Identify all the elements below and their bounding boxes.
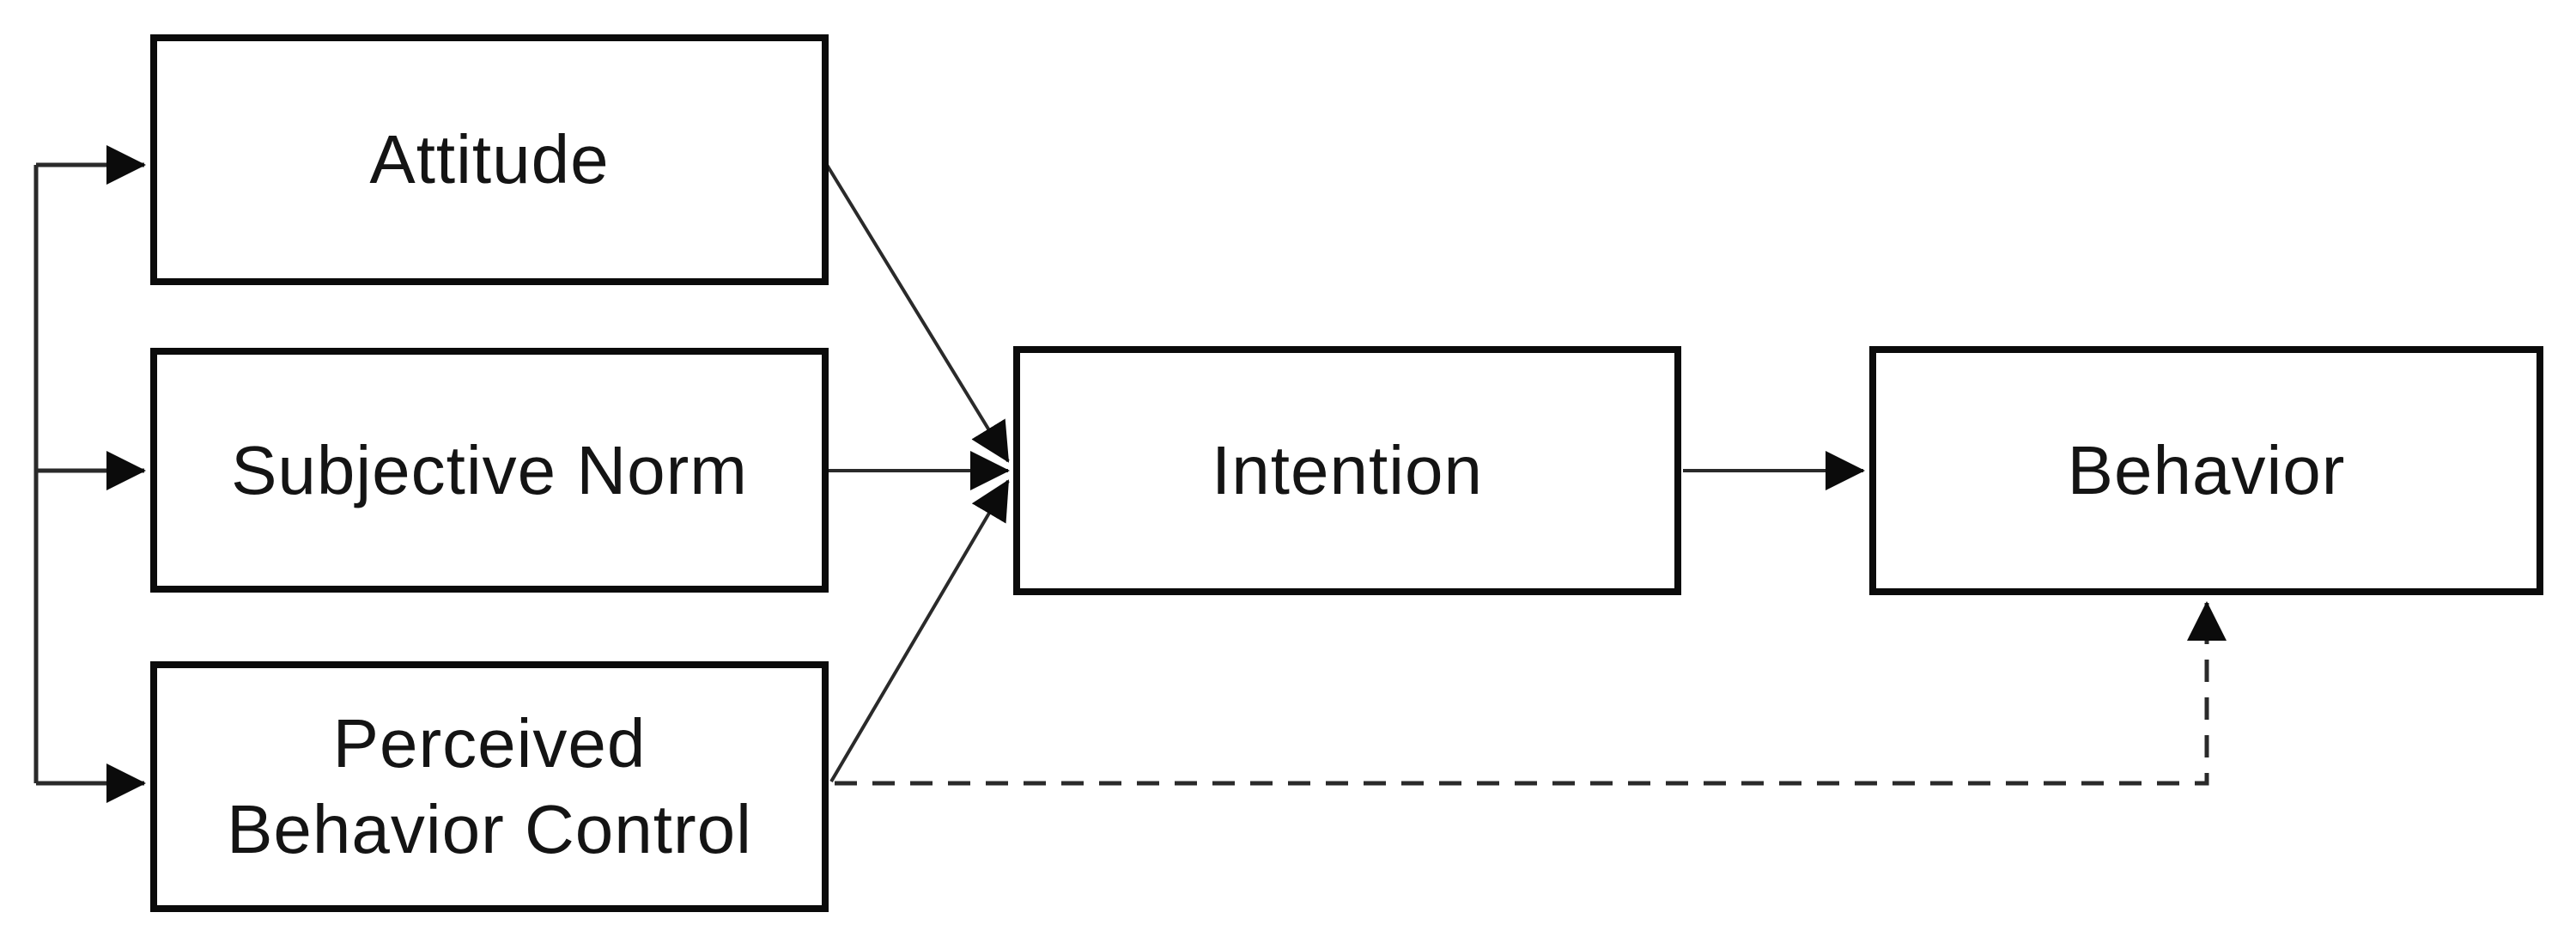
node-attitude-label: Attitude	[369, 121, 610, 198]
node-behavior: Behavior	[1869, 346, 2543, 595]
node-perceived-behavior-control: Perceived Behavior Control	[150, 661, 829, 912]
node-intention: Intention	[1013, 346, 1681, 595]
edge-perceived-behavior-control-intention	[829, 479, 1010, 783]
node-behavior-label: Behavior	[2067, 432, 2346, 508]
node-intention-label: Intention	[1212, 432, 1483, 508]
node-subjective-norm-label: Subjective Norm	[231, 431, 748, 508]
edge-perceived-behavior-control-behavior-dashed	[835, 601, 2227, 786]
node-attitude: Attitude	[150, 34, 829, 285]
node-perceived-behavior-control-label-line1: Perceived	[332, 705, 647, 782]
node-perceived-behavior-control-label-line2: Behavior Control	[227, 791, 752, 867]
node-subjective-norm: Subjective Norm	[150, 348, 829, 593]
edge-attitude-intention	[825, 163, 1010, 463]
